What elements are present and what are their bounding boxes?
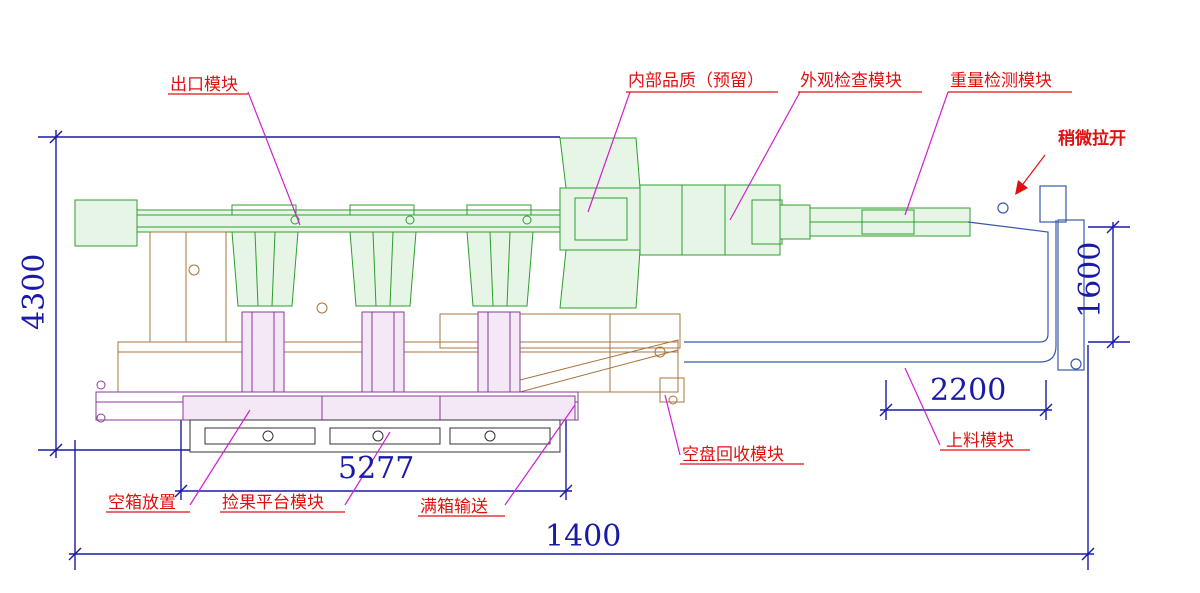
leader-lines — [189, 91, 1046, 506]
label-loading-module: 上料模块 — [946, 431, 1014, 451]
dim-width-platform: 5277 — [338, 451, 414, 486]
label-appearance-inspection: 外观检查模块 — [800, 71, 902, 91]
label-weight-detection: 重量检测模块 — [950, 71, 1052, 91]
label-empty-tray-recovery: 空盘回收模块 — [682, 445, 784, 465]
label-empty-box-placement: 空箱放置 — [108, 493, 176, 513]
loading-line — [684, 185, 1085, 371]
module-labels: 出口模块 内部品质（预留） 外观检查模块 重量检测模块 稍微拉开 空盘回收模块 … — [106, 71, 1126, 517]
box-conveyor — [189, 419, 561, 453]
label-outlet-module: 出口模块 — [170, 75, 238, 95]
dim-width-loading: 2200 — [930, 373, 1006, 408]
label-internal-quality: 内部品质（预留） — [628, 71, 764, 91]
outlet-conveyor — [74, 199, 563, 307]
label-slightly-pull-apart: 稍微拉开 — [1058, 128, 1126, 149]
dimension-values: 4300 1600 2200 5277 1400 — [17, 242, 1108, 554]
arrow-icon — [1015, 180, 1028, 195]
label-full-box-conveying: 满箱输送 — [420, 497, 488, 517]
inspection-section — [559, 137, 971, 309]
dim-width-total: 1400 — [545, 519, 621, 554]
dim-height-total: 4300 — [17, 254, 52, 330]
picking-platform — [95, 311, 579, 423]
label-fruit-picking-platform: 捡果平台模块 — [222, 493, 324, 513]
dim-height-loading: 1600 — [1073, 242, 1108, 318]
dimension-lines — [38, 130, 1130, 570]
